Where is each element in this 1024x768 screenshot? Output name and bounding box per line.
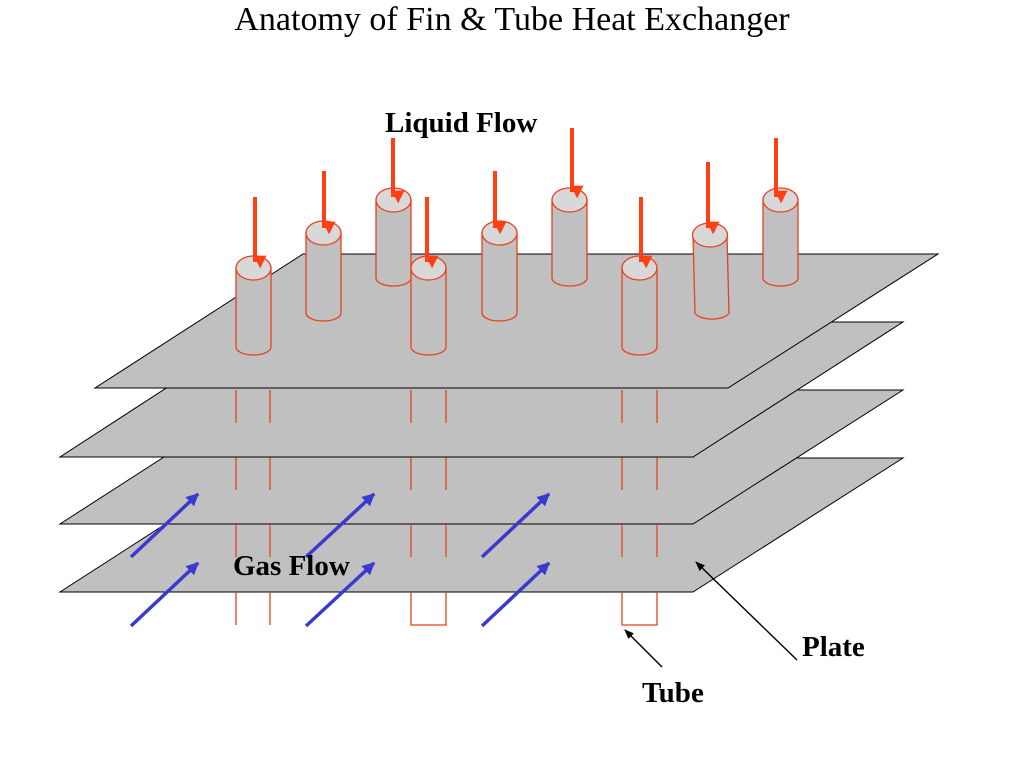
tube-cylinder: [305, 220, 342, 322]
liquid-flow-arrows: [253, 128, 788, 269]
gas-flow-arrow: [480, 561, 551, 628]
liquid-flow-label: Liquid Flow: [385, 107, 537, 139]
tube-pointer-arrow: [624, 629, 663, 668]
tube-cylinder: [410, 255, 447, 356]
tube-segments-layer-2: [235, 457, 658, 490]
tube-segments-layer-3: [235, 525, 658, 557]
tube-segments-layer-1: [235, 390, 658, 423]
gas-flow-arrow: [129, 492, 200, 559]
plate-pointer-arrow: [695, 561, 798, 661]
tube-ends-bottom: [235, 592, 658, 626]
tube-cylinder: [691, 222, 730, 320]
gas-flow-arrow: [480, 492, 551, 559]
plate-label: Plate: [802, 631, 865, 663]
tube-cylinder: [762, 187, 799, 287]
tube-label: Tube: [642, 677, 704, 709]
gas-flow-arrow: [304, 492, 376, 559]
page-title: Anatomy of Fin & Tube Heat Exchanger: [234, 1, 790, 38]
tube-cylinder: [481, 220, 518, 322]
tube-cylinder: [621, 255, 658, 356]
tube-cylinder: [375, 187, 412, 287]
gas-flow-arrows: [129, 492, 551, 628]
gas-flow-arrow: [304, 561, 376, 628]
tube-cylinder: [235, 255, 272, 356]
tube-cylinder: [551, 187, 588, 287]
gas-flow-arrow: [129, 561, 200, 628]
gas-flow-label: Gas Flow: [233, 550, 350, 582]
